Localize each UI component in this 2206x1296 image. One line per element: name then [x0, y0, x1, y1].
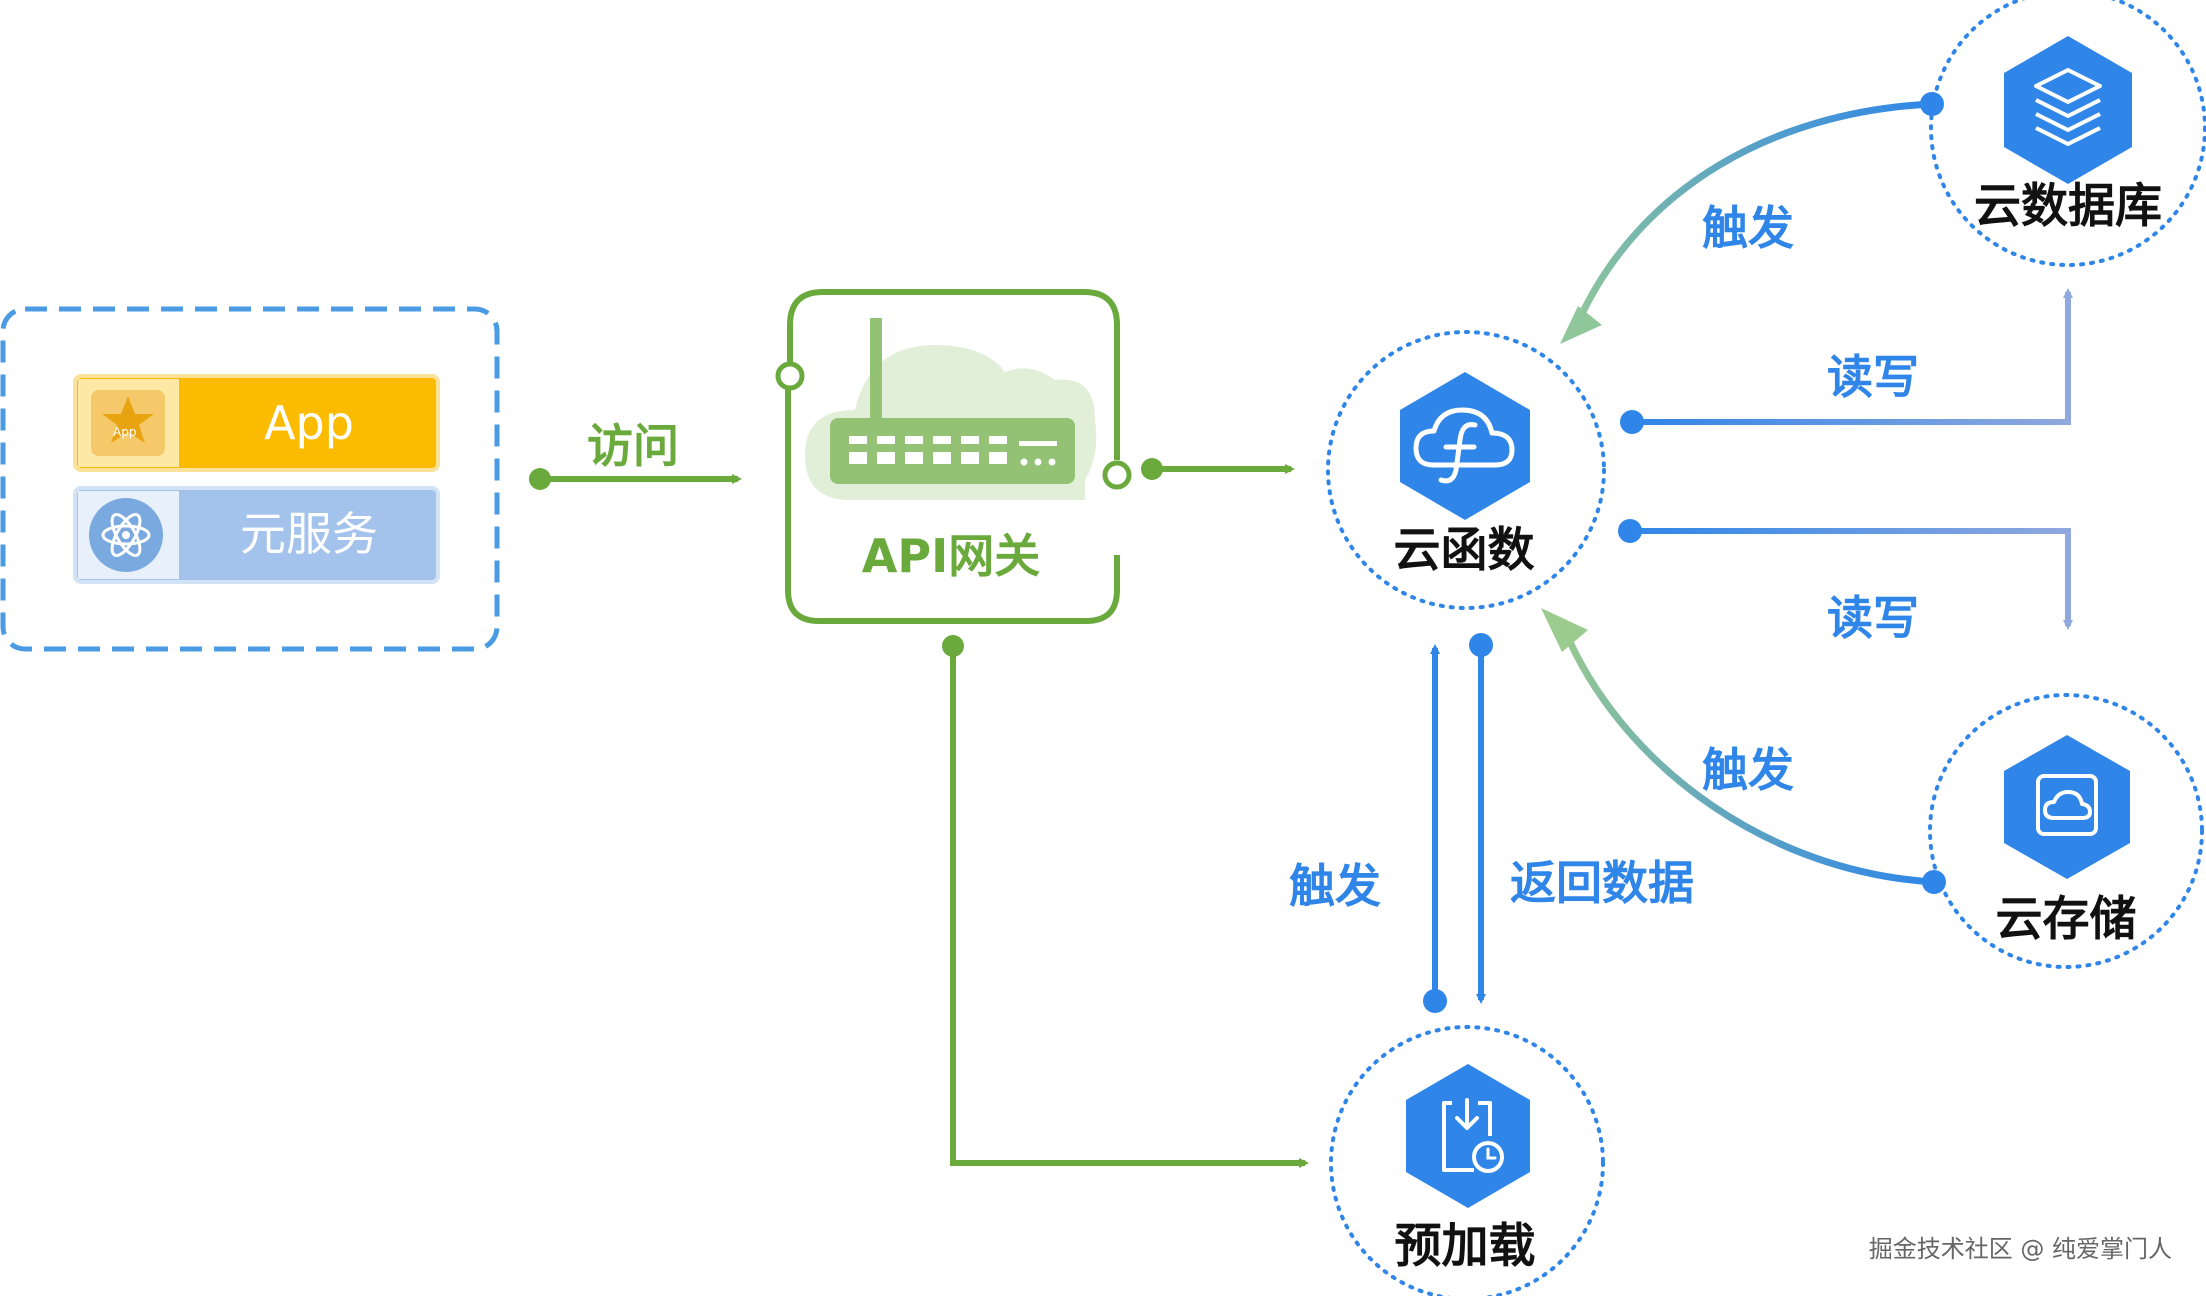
- cloud-database-label: 云数据库: [1974, 179, 2162, 234]
- visit-label: 访问: [587, 419, 679, 473]
- database-layers-icon: [2004, 36, 2132, 184]
- trigger-preload-edge: 触发: [1289, 644, 1447, 1013]
- service-label: 元服务: [240, 507, 378, 561]
- app-button[interactable]: App App: [73, 374, 440, 472]
- cloud-function-icon: [1400, 372, 1530, 520]
- preload-node: 预加载: [1329, 1025, 1605, 1296]
- gateway-to-function-edge: [1141, 458, 1295, 480]
- trigger-db-edge: 触发: [1560, 92, 1944, 344]
- trigger-storage-label: 触发: [1702, 743, 1794, 797]
- watermark: 掘金技术社区 @ 纯爱掌门人: [1869, 1235, 2172, 1263]
- return-data-edge: 返回数据: [1469, 633, 1694, 1004]
- storage-cloud-icon: [2004, 735, 2130, 879]
- atom-icon: [89, 498, 163, 572]
- cloud-database-node: 云数据库: [1929, 0, 2206, 267]
- visit-edge: 访问: [529, 419, 742, 490]
- client-dashed-border: [0, 306, 500, 652]
- cloud-storage-label: 云存储: [1996, 892, 2137, 947]
- preload-label: 预加载: [1395, 1219, 1536, 1274]
- cloud-storage-node: 云存储: [1928, 693, 2204, 969]
- gateway-to-preload-edge: [942, 635, 1309, 1168]
- app-star-icon: App: [91, 390, 165, 456]
- client-group: App App 元服务: [0, 306, 500, 652]
- trigger-preload-label: 触发: [1289, 859, 1381, 913]
- atomic-service-button[interactable]: 元服务: [73, 486, 440, 584]
- router-cloud-icon: [805, 318, 1097, 500]
- app-label: App: [264, 396, 354, 450]
- trigger-storage-edge: 触发: [1541, 608, 1946, 894]
- rw-storage-label: 读写: [1827, 591, 1919, 645]
- app-icon-text: App: [113, 425, 136, 439]
- gateway-label: API网关: [862, 529, 1040, 583]
- trigger-db-label: 触发: [1702, 201, 1794, 255]
- rw-db-edge: 读写: [1620, 288, 2073, 434]
- download-clock-icon: [1406, 1064, 1530, 1208]
- return-data-label: 返回数据: [1510, 856, 1694, 910]
- rw-db-label: 读写: [1827, 350, 1919, 404]
- cloud-function-node: 云函数: [1326, 330, 1606, 610]
- rw-storage-edge: 读写: [1618, 519, 2073, 645]
- api-gateway: API网关: [775, 289, 1132, 624]
- cloud-function-label: 云函数: [1394, 523, 1535, 578]
